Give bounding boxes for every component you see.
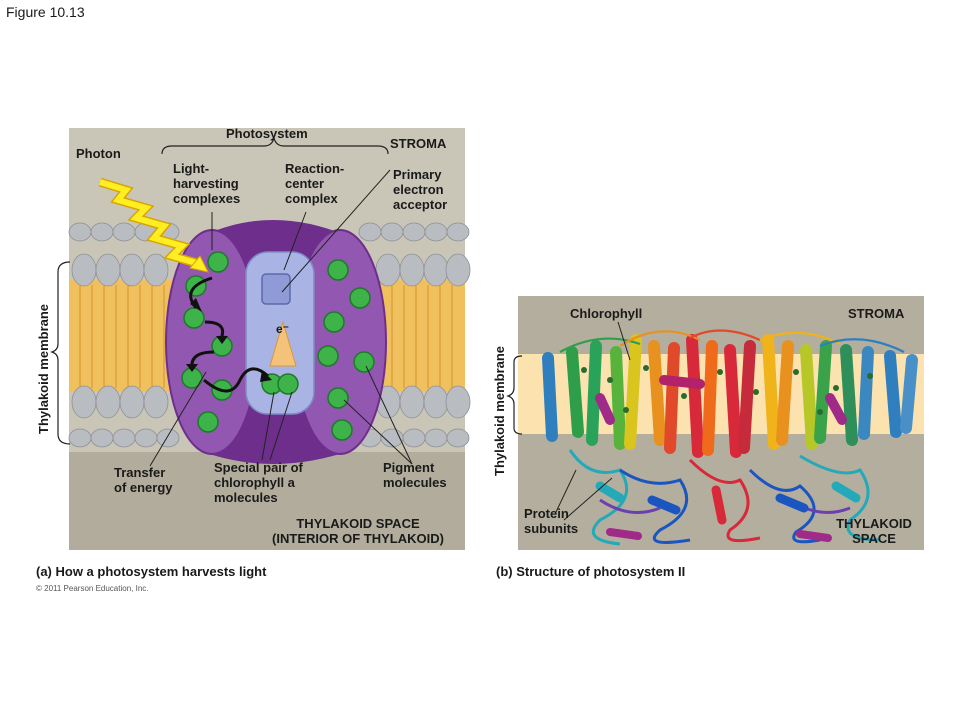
pigment-molecules [181,251,375,441]
electron-label: e⁻ [276,322,290,336]
copyright-text: © 2011 Pearson Education, Inc. [36,584,149,593]
lipid-heads-top [68,222,471,287]
primary-electron-acceptor [261,273,291,305]
photon-arrowhead [189,255,209,273]
thylakoid-space-background [69,452,465,550]
thylakoid-membrane-bracket-b [506,355,523,435]
stroma-label-b: STROMA [848,306,905,321]
caption-a: (a) How a photosystem harvests light [36,564,267,579]
thylakoid-space-label-a: THYLAKOID SPACE(INTERIOR OF THYLAKOID) [272,516,444,546]
arrow-heads [186,298,272,382]
thylakoid-membrane-label-b: Thylakoid membrane [492,345,507,476]
panel-a-leader-lines [149,169,413,467]
lumenal-domains [568,449,881,546]
figure-label: Figure 10.13 [6,4,85,20]
chlorophyll-molecules [581,365,873,415]
chlorophyll-label: Chlorophyll [570,306,643,321]
photosystem-label: Photosystem [226,126,308,141]
panel-b-leader-lines [555,321,631,521]
thylakoid-membrane-bracket-a [50,261,71,445]
stroma-label-a: STROMA [390,136,447,151]
lipid-heads-bottom [68,385,471,448]
photosystem-brace [161,137,389,155]
photon-label: Photon [76,146,121,161]
photon-bolt [99,179,201,267]
stromal-loops [559,329,905,353]
lipid-tail-lines [79,285,453,388]
lumenal-helices [595,481,861,542]
electron-arrow [269,320,297,367]
protein-helices [542,334,918,458]
caption-b: (b) Structure of photosystem II [496,564,686,579]
